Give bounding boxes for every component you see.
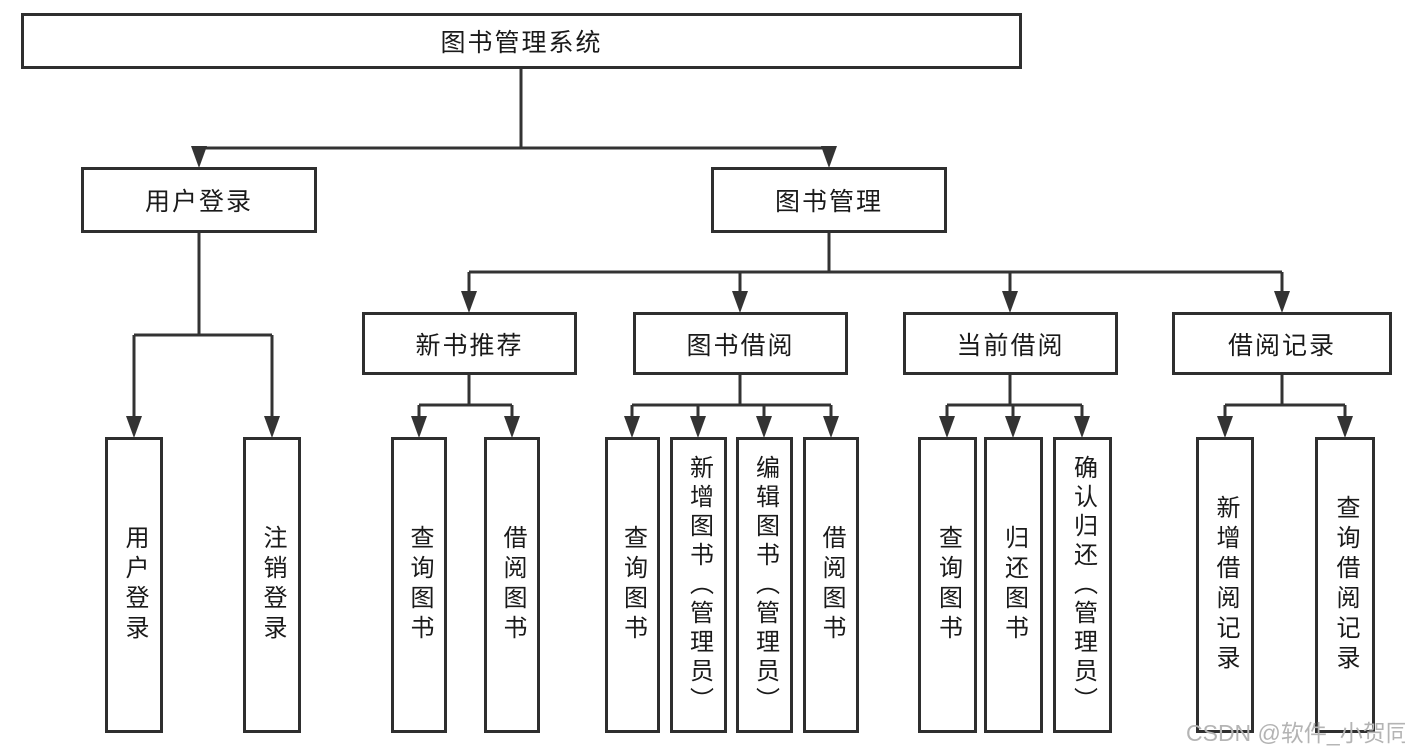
leaf-label: 查询图书 <box>619 525 647 645</box>
arrow-down-icon <box>624 416 640 438</box>
node-label: 当前借阅 <box>956 331 1065 360</box>
leaf-edit-books-admin: 编辑图书（管理员） <box>736 437 793 733</box>
arrow-down-icon <box>821 146 837 168</box>
arrow-down-icon <box>732 291 748 313</box>
leaf-label: 借阅图书 <box>818 525 845 645</box>
leaf-logout: 注销登录 <box>243 437 301 733</box>
leaf-confirm-return-admin: 确认归还（管理员） <box>1053 437 1112 733</box>
leaf-query-books-recommend: 查询图书 <box>391 437 447 733</box>
arrow-down-icon <box>823 416 839 438</box>
node-borrow-records: 借阅记录 <box>1172 312 1392 375</box>
arrow-down-icon <box>126 416 142 438</box>
leaf-label: 借阅图书 <box>499 525 526 645</box>
watermark: CSDN @软件_小贺同学 <box>1186 720 1405 746</box>
leaf-add-books-admin: 新增图书（管理员） <box>670 437 727 733</box>
node-book-management: 图书管理 <box>711 167 947 233</box>
leaf-label: 编辑图书（管理员） <box>751 454 779 716</box>
node-user-login: 用户登录 <box>81 167 317 233</box>
node-label: 图书借阅 <box>686 331 795 360</box>
node-label: 图书管理 <box>774 188 883 216</box>
leaf-add-borrow-record: 新增借阅记录 <box>1196 437 1254 733</box>
node-new-book-recommend: 新书推荐 <box>362 312 577 375</box>
leaf-label: 查询借阅记录 <box>1332 495 1359 675</box>
leaf-query-borrow-record: 查询借阅记录 <box>1315 437 1375 733</box>
node-label: 新书推荐 <box>415 331 524 360</box>
arrow-down-icon <box>264 416 280 438</box>
arrow-down-icon <box>461 291 477 313</box>
node-label: 图书管理系统 <box>440 29 603 57</box>
leaf-label: 新增图书（管理员） <box>685 454 713 716</box>
arrow-down-icon <box>756 416 772 438</box>
leaf-borrow-books: 借阅图书 <box>803 437 859 733</box>
leaf-borrow-books-recommend: 借阅图书 <box>484 437 540 733</box>
node-library-management-system: 图书管理系统 <box>21 13 1022 69</box>
node-label: 用户登录 <box>144 188 253 216</box>
arrow-down-icon <box>1337 416 1353 438</box>
leaf-return-books: 归还图书 <box>984 437 1043 733</box>
leaf-label: 确认归还（管理员） <box>1069 454 1097 716</box>
arrow-down-icon <box>411 416 427 438</box>
leaf-label: 归还图书 <box>1000 525 1028 645</box>
arrow-down-icon <box>504 416 520 438</box>
arrow-down-icon <box>191 146 207 168</box>
leaf-label: 查询图书 <box>406 525 433 645</box>
leaf-query-books-borrowing: 查询图书 <box>605 437 660 733</box>
arrow-down-icon <box>1005 416 1021 438</box>
arrow-down-icon <box>939 416 955 438</box>
leaf-user-login: 用户登录 <box>105 437 163 733</box>
arrow-down-icon <box>1274 291 1290 313</box>
arrow-down-icon <box>1074 416 1090 438</box>
arrow-down-icon <box>1217 416 1233 438</box>
arrow-down-icon <box>690 416 706 438</box>
leaf-label: 注销登录 <box>259 525 286 645</box>
leaf-label: 用户登录 <box>121 525 148 645</box>
node-book-borrowing: 图书借阅 <box>633 312 848 375</box>
leaf-query-books-current: 查询图书 <box>918 437 977 733</box>
node-label: 借阅记录 <box>1227 331 1336 360</box>
leaf-label: 新增借阅记录 <box>1212 495 1239 675</box>
node-current-borrowing: 当前借阅 <box>903 312 1118 375</box>
leaf-label: 查询图书 <box>934 525 962 645</box>
arrow-down-icon <box>1002 291 1018 313</box>
